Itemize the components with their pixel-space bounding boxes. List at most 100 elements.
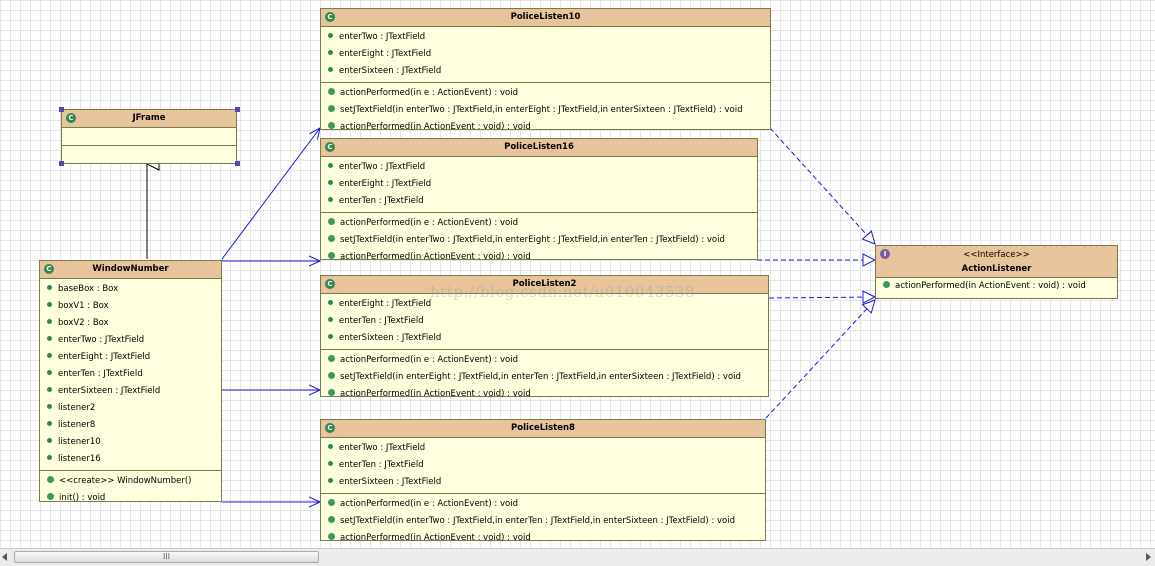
attribute-row[interactable]: enterTen : JTextField (40, 366, 221, 383)
association-line-listen10[interactable] (221, 128, 320, 260)
attribute-dot-icon (328, 163, 333, 168)
attribute-row[interactable]: enterTwo : JTextField (321, 159, 757, 176)
operation-compartment: actionPerformed(in e : ActionEvent) : vo… (321, 83, 770, 138)
operation-row[interactable]: actionPerformed(in e : ActionEvent) : vo… (321, 85, 770, 102)
attribute-dot-icon (47, 404, 52, 409)
attribute-row[interactable]: enterEight : JTextField (40, 349, 221, 366)
attribute-row[interactable]: enterTwo : JTextField (40, 332, 221, 349)
interface-icon: I (880, 249, 890, 259)
attribute-row[interactable]: listener8 (40, 417, 221, 434)
attribute-row[interactable]: enterTen : JTextField (321, 193, 757, 210)
horizontal-scrollbar[interactable]: III (0, 548, 1155, 566)
attribute-dot-icon (328, 334, 333, 339)
class-icon: C (325, 423, 335, 433)
attribute-dot-icon (47, 302, 52, 307)
operation-row[interactable]: actionPerformed(in ActionEvent : void) :… (321, 249, 757, 266)
scroll-left-icon[interactable] (2, 553, 7, 561)
stereotype-label: <<Interface>> (963, 250, 1030, 260)
attribute-row[interactable]: enterSixteen : JTextField (321, 474, 765, 491)
operation-row[interactable]: actionPerformed(in e : ActionEvent) : vo… (321, 496, 765, 513)
attribute-dot-icon (47, 336, 52, 341)
operation-row[interactable]: setJTextField(in enterTwo : JTextField,i… (321, 232, 757, 249)
attribute-row[interactable]: enterEight : JTextField (321, 46, 770, 63)
class-header: C WindowNumber (40, 261, 221, 279)
attribute-compartment: enterTwo : JTextField enterEight : JText… (321, 27, 770, 83)
class-police-listen8[interactable]: C PoliceListen8 enterTwo : JTextField en… (320, 419, 766, 543)
class-name: PoliceListen2 (512, 279, 577, 289)
scrollbar-thumb[interactable]: III (14, 551, 319, 563)
class-police-listen16[interactable]: C PoliceListen16 enterTwo : JTextField e… (320, 138, 758, 262)
realization-line-listen2[interactable] (768, 297, 875, 298)
attribute-dot-icon (328, 317, 333, 322)
class-icon: C (66, 113, 76, 123)
attribute-dot-icon (47, 319, 52, 324)
class-header: I <<Interface>> ActionListener (876, 246, 1117, 278)
operation-row[interactable]: actionPerformed(in ActionEvent : void) :… (321, 530, 765, 547)
operation-row[interactable]: actionPerformed(in ActionEvent : void) :… (321, 386, 768, 403)
attribute-dot-icon (47, 438, 52, 443)
operation-row[interactable]: actionPerformed(in ActionEvent : void) :… (876, 278, 1117, 295)
class-police-listen10[interactable]: C PoliceListen10 enterTwo : JTextField e… (320, 8, 771, 132)
selection-handle[interactable] (59, 107, 64, 112)
operation-row[interactable]: actionPerformed(in ActionEvent : void) :… (321, 119, 770, 136)
selection-handle[interactable] (59, 161, 64, 166)
relationship-layer (0, 0, 1155, 548)
attribute-row[interactable]: boxV2 : Box (40, 315, 221, 332)
class-header: C PoliceListen10 (321, 9, 770, 27)
operation-dot-icon (328, 105, 335, 112)
operation-dot-icon (328, 235, 335, 242)
attribute-row[interactable]: enterSixteen : JTextField (321, 63, 770, 80)
class-police-listen2[interactable]: C PoliceListen2 enterEight : JTextField … (320, 275, 769, 399)
selection-handle[interactable] (235, 107, 240, 112)
diagram-canvas[interactable]: C JFrame C WindowNumber baseBox : Box bo… (0, 0, 1155, 548)
operation-row[interactable]: setJTextField(in enterTwo : JTextField,i… (321, 513, 765, 530)
attribute-row[interactable]: enterTwo : JTextField (321, 440, 765, 457)
scroll-right-icon[interactable] (1146, 553, 1151, 561)
class-icon: C (325, 279, 335, 289)
operation-row[interactable]: <<create>> WindowNumber() (40, 473, 221, 490)
class-icon: C (44, 264, 54, 274)
operation-row[interactable]: setJTextField(in enterTwo : JTextField,i… (321, 102, 770, 119)
attribute-dot-icon (328, 50, 333, 55)
operation-compartment: <<create>> WindowNumber() init() : void (40, 471, 221, 509)
class-header: C PoliceListen2 (321, 276, 768, 294)
attribute-dot-icon (328, 444, 333, 449)
operation-compartment: actionPerformed(in e : ActionEvent) : vo… (321, 494, 765, 549)
attribute-row[interactable]: enterEight : JTextField (321, 296, 768, 313)
attribute-row[interactable]: listener16 (40, 451, 221, 468)
operation-compartment: actionPerformed(in e : ActionEvent) : vo… (321, 350, 768, 405)
class-jframe[interactable]: C JFrame (61, 109, 237, 164)
class-window-number[interactable]: C WindowNumber baseBox : Box boxV1 : Box… (39, 260, 222, 503)
interface-action-listener[interactable]: I <<Interface>> ActionListener actionPer… (875, 245, 1118, 299)
attribute-dot-icon (328, 461, 333, 466)
operation-row[interactable]: setJTextField(in enterEight : JTextField… (321, 369, 768, 386)
attribute-row[interactable]: enterTen : JTextField (321, 313, 768, 330)
operation-row[interactable]: init() : void (40, 490, 221, 507)
attribute-dot-icon (328, 33, 333, 38)
operation-dot-icon (328, 88, 335, 95)
attribute-row[interactable]: baseBox : Box (40, 281, 221, 298)
attribute-dot-icon (47, 387, 52, 392)
attribute-dot-icon (328, 197, 333, 202)
attribute-row[interactable]: enterTen : JTextField (321, 457, 765, 474)
attribute-row[interactable]: enterTwo : JTextField (321, 29, 770, 46)
attribute-row[interactable]: boxV1 : Box (40, 298, 221, 315)
class-icon: C (325, 142, 335, 152)
attribute-row[interactable]: listener10 (40, 434, 221, 451)
attribute-row[interactable]: enterSixteen : JTextField (321, 330, 768, 347)
watermark: http://blog.csdn.net/u010043538 (430, 283, 696, 301)
attribute-row[interactable]: enterEight : JTextField (321, 176, 757, 193)
class-name: ActionListener (961, 264, 1032, 274)
attribute-dot-icon (328, 300, 333, 305)
realization-line-listen8[interactable] (765, 300, 875, 419)
operation-row[interactable]: actionPerformed(in e : ActionEvent) : vo… (321, 352, 768, 369)
operation-compartment: actionPerformed(in ActionEvent : void) :… (876, 278, 1117, 295)
operation-dot-icon (328, 372, 335, 379)
attribute-row[interactable]: enterSixteen : JTextField (40, 383, 221, 400)
attribute-compartment: baseBox : Box boxV1 : Box boxV2 : Box en… (40, 279, 221, 471)
selection-handle[interactable] (235, 161, 240, 166)
realization-line-listen10[interactable] (769, 127, 875, 244)
operation-row[interactable]: actionPerformed(in e : ActionEvent) : vo… (321, 215, 757, 232)
class-icon: C (325, 12, 335, 22)
attribute-row[interactable]: listener2 (40, 400, 221, 417)
